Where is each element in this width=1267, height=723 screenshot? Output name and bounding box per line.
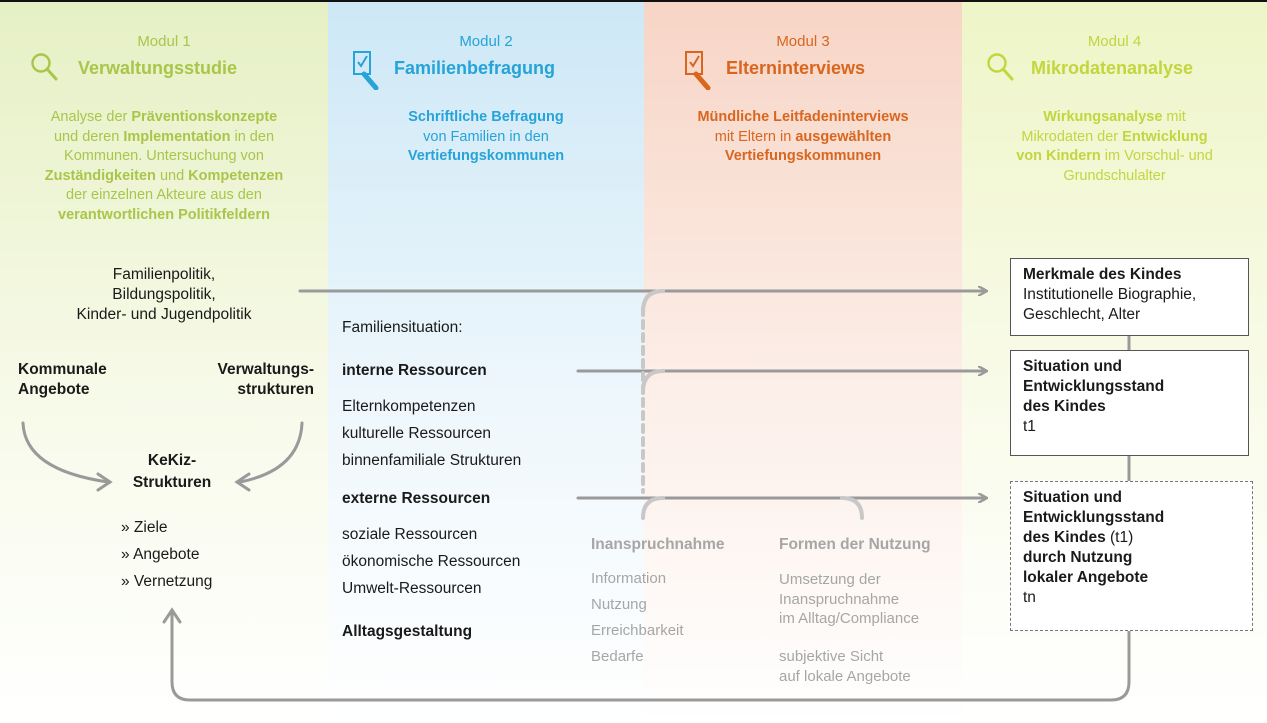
description-line: Mündliche Leitfadeninterviews <box>697 109 909 125</box>
box-title-line: Entwicklungsstand <box>1023 509 1165 526</box>
description-line: Zuständigkeiten und Kompetenzen <box>44 167 284 184</box>
description-line: von Kindern im Vorschul- und <box>1016 148 1213 164</box>
kommunale-angebote-label: Kommunale Angebote <box>18 360 107 400</box>
description-line: von Familien in den <box>423 128 549 145</box>
description-line: Vertiefungskommunen <box>407 148 565 164</box>
description-line: Wirkungsanalyse mit <box>1043 109 1186 125</box>
box-line: (t1) <box>1105 529 1134 546</box>
magnifier-icon <box>986 52 1014 87</box>
interne-item: binnenfamiliale Strukturen <box>342 452 522 469</box>
interne-ressourcen-list: Elternkompetenzen kulturelle Ressourcen … <box>342 393 521 474</box>
externe-ressourcen-list: soziale Ressourcen ökonomische Ressource… <box>342 521 520 602</box>
alltagsgestaltung-label: Alltagsgestaltung <box>342 623 473 640</box>
description-line: Mikrodaten der Entwicklung <box>1021 128 1208 145</box>
formen-list-2: subjektive Sicht auf lokale Angebote <box>779 647 911 686</box>
description-line: und deren Implementation in den <box>53 128 275 145</box>
inanspruchnahme-list: Information Nutzung Erreichbarkeit Bedar… <box>591 566 684 670</box>
modul-1-column <box>0 2 328 723</box>
formen-item: Umsetzung der <box>779 571 881 588</box>
box-title-line: lokaler Angebote <box>1023 569 1149 586</box>
modul-4-title: Mikrodatenanalyse <box>1031 58 1194 78</box>
kekiz-list-item: » Ziele <box>121 519 168 536</box>
box-title-line: durch Nutzung <box>1023 549 1133 566</box>
kekiz-list-item: » Angebote <box>121 546 200 563</box>
description-line: mit Eltern in ausgewählten <box>714 128 892 145</box>
box-title-line: Entwicklungsstand <box>1023 378 1165 395</box>
merkmale-des-kindes-box: Merkmale des Kindes Institutionelle Biog… <box>1010 258 1249 336</box>
interne-item: Elternkompetenzen <box>342 398 476 415</box>
modul-1-description: Analyse der Präventionskonzepte und deren… <box>0 108 328 225</box>
inanspruchnahme-item: Nutzung <box>591 596 647 613</box>
externe-ressourcen-title: externe Ressourcen <box>342 490 491 507</box>
description-line: Kommunen. Untersuchung von <box>64 148 264 164</box>
box-line: t1 <box>1023 418 1036 435</box>
box-title-line: des Kindes <box>1023 398 1106 415</box>
box-line: Institutionelle Biographie, <box>1023 286 1197 303</box>
modul-2-description: Schriftliche Befragung von Familien in de… <box>328 108 644 167</box>
verwaltungsstrukturen-label: Verwaltungs- strukturen <box>150 360 314 400</box>
description-line: der einzelnen Akteure aus den <box>66 187 262 203</box>
checklist-pen-icon <box>352 50 382 95</box>
politik-line: Bildungspolitik, <box>112 286 216 303</box>
modul-3-column <box>644 2 962 723</box>
modul-2-number: Modul 2 <box>459 33 513 50</box>
formen-item: Inanspruchnahme <box>779 590 900 608</box>
externe-item: Umwelt-Ressourcen <box>342 580 482 597</box>
kommunale-line: Angebote <box>18 381 90 398</box>
externe-item: ökonomische Ressourcen <box>342 553 521 570</box>
modul-3-description: Mündliche Leitfadeninterviews mit Eltern … <box>644 108 962 167</box>
description-line: Analyse der Präventionskonzepte <box>50 109 278 125</box>
modul-2-column <box>328 2 644 723</box>
box-title-line: Situation und <box>1023 358 1123 375</box>
modul-1-number: Modul 1 <box>137 33 191 50</box>
kommunale-line: Kommunale <box>18 361 107 378</box>
formen-item: subjektive Sicht <box>779 648 884 665</box>
kekiz-strukturen-label: KeKiz- Strukturen <box>110 450 234 494</box>
box-title: Merkmale des Kindes <box>1023 266 1182 283</box>
inanspruchnahme-item: Information <box>591 570 667 587</box>
description-line: Grundschulalter <box>1063 167 1166 184</box>
modul-3-number: Modul 3 <box>776 33 830 50</box>
inanspruchnahme-item: Erreichbarkeit <box>591 622 684 639</box>
politik-line: Familienpolitik, <box>112 266 216 283</box>
box-line: Geschlecht, Alter <box>1023 306 1141 323</box>
formen-der-nutzung-title: Formen der Nutzung <box>779 536 931 553</box>
top-rule <box>0 0 1267 2</box>
box-title-line: des Kindes <box>1023 529 1106 546</box>
politik-line: Kinder- und Jugendpolitik <box>76 306 252 323</box>
situation-tn-box: Situation und Entwicklungsstand des Kind… <box>1010 481 1253 631</box>
box-title-line: Situation und <box>1023 489 1123 506</box>
kekiz-line: KeKiz- <box>147 452 197 469</box>
politik-list: Familienpolitik, Bildungspolitik, Kinder… <box>0 265 328 325</box>
kekiz-list-item: » Vernetzung <box>121 573 213 590</box>
modul-4-number: Modul 4 <box>1087 33 1142 50</box>
externe-item: soziale Ressourcen <box>342 526 478 543</box>
interne-item: kulturelle Ressourcen <box>342 425 492 442</box>
kekiz-list: » Ziele » Angebote » Vernetzung <box>121 514 212 595</box>
inanspruchnahme-item: Bedarfe <box>591 648 644 665</box>
magnifier-icon <box>30 52 58 87</box>
description-line: Schriftliche Befragung <box>408 109 564 125</box>
interne-ressourcen-title: interne Ressourcen <box>342 362 487 379</box>
description-line: verantwortlichen Politikfeldern <box>58 206 270 223</box>
description-line: Vertiefungskommunen <box>724 148 882 164</box>
formen-item: im Alltag/Compliance <box>779 610 920 627</box>
familiensituation-label: Familiensituation: <box>342 319 463 336</box>
box-line: tn <box>1023 589 1036 606</box>
verwaltung-line: strukturen <box>237 381 314 398</box>
situation-t1-box: Situation und Entwicklungsstand des Kind… <box>1010 350 1249 456</box>
modul-1-title: Verwaltungsstudie <box>78 58 238 78</box>
modul-2-title: Familienbefragung <box>394 58 556 78</box>
formen-item: auf lokale Angebote <box>779 667 911 685</box>
modul-3-title: Elterninterviews <box>726 58 866 78</box>
inanspruchnahme-title: Inanspruchnahme <box>591 536 725 553</box>
checklist-pen-icon <box>684 50 714 95</box>
formen-list-1: Umsetzung der Inanspruchnahme im Alltag/… <box>779 570 919 629</box>
kekiz-line: Strukturen <box>132 474 212 491</box>
verwaltung-line: Verwaltungs- <box>217 361 314 378</box>
